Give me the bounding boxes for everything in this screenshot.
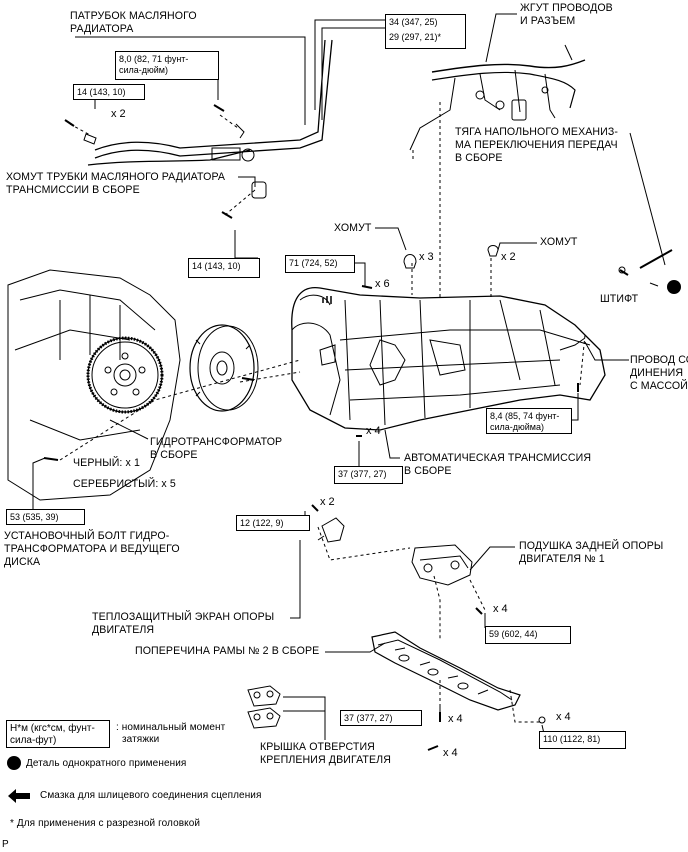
label-line: ПРОВОД СОЕ- xyxy=(630,354,688,366)
torque-box-8-4: 8,4 (85, 74 фунт- сила-дюйма) xyxy=(486,408,572,434)
legend-non-reusable: Деталь однократного применения xyxy=(26,758,187,769)
label-line: ТЯГА НАПОЛЬНОГО МЕХАНИЗ- xyxy=(455,126,618,138)
torque-box-59: 59 (602, 44) xyxy=(485,626,571,644)
label-hole-cover: КРЫШКА ОТВЕРСТИЯ КРЕПЛЕНИЯ ДВИГАТЕЛЯ xyxy=(260,741,391,767)
torque-box-71: 71 (724, 52) xyxy=(285,255,355,273)
label-line: УСТАНОВОЧНЫЙ БОЛТ ГИДРО- xyxy=(4,530,170,542)
torque-line: 8,4 (85, 74 фунт- xyxy=(490,411,560,421)
label-line: В СБОРЕ xyxy=(404,465,452,477)
label-line: ДВИГАТЕЛЯ xyxy=(92,624,155,636)
label-line: АВТОМАТИЧЕСКАЯ ТРАНСМИССИЯ xyxy=(404,452,592,464)
label-line: ТЕПЛОЗАЩИТНЫЙ ЭКРАН ОПОРЫ xyxy=(92,611,275,623)
torque-line: 34 (347, 25) xyxy=(389,17,438,27)
label-tube-clamp: ХОМУТ ТРУБКИ МАСЛЯНОГО РАДИАТОРА ТРАНСМИ… xyxy=(6,171,225,197)
label-line: РАДИАТОРА xyxy=(70,23,134,35)
legend-non-reusable-icon xyxy=(7,756,21,770)
label-clamp-left: ХОМУТ xyxy=(334,222,372,234)
qty-37-mid: x 4 xyxy=(366,425,381,437)
qty-clamp-right: x 2 xyxy=(501,251,516,263)
label-line: ПАТРУБОК МАСЛЯНОГО xyxy=(70,10,197,22)
torque-line: сила-дюйм) xyxy=(119,65,168,75)
label-line: ДИСКА xyxy=(4,556,41,568)
label-line: ГИДРОТРАНСФОРМАТОР xyxy=(150,436,283,448)
label-line: ТРАНСФОРМАТОРА И ВЕДУЩЕГО xyxy=(4,543,180,555)
torque-box-34: 34 (347, 25) 29 (297, 21)* xyxy=(385,14,466,49)
label-line: И РАЗЪЕМ xyxy=(520,15,576,27)
corner-code: P xyxy=(2,839,9,850)
label-auto-trans: АВТОМАТИЧЕСКАЯ ТРАНСМИССИЯ В СБОРЕ xyxy=(404,452,591,478)
label-converter: ГИДРОТРАНСФОРМАТОР В СБОРЕ xyxy=(150,436,282,462)
leader-shift-rod xyxy=(629,132,666,266)
torque-box-8-0: 8,0 (82, 71 фунт- сила-дюйм) xyxy=(115,51,219,80)
label-line: ДВИГАТЕЛЯ № 1 xyxy=(519,553,605,565)
torque-line: сила-дюйма) xyxy=(490,422,544,432)
torque-box-53: 53 (535, 39) xyxy=(6,509,85,525)
label-wire-harness: ЖГУТ ПРОВОДОВ И РАЗЪЕМ xyxy=(520,2,613,28)
label-line: ЖГУТ ПРОВОДОВ xyxy=(520,2,613,14)
label-line: КРЫШКА ОТВЕРСТИЯ xyxy=(260,741,375,753)
qty-crossmember-bolt: x 4 xyxy=(443,747,458,759)
qty-59: x 4 xyxy=(493,603,508,615)
label-line: МА ПЕРЕКЛЮЧЕНИЯ ПЕРЕДАЧ xyxy=(455,139,618,151)
label-line: ХОМУТ ТРУБКИ МАСЛЯНОГО РАДИАТОРА xyxy=(6,171,226,183)
torque-box-14-mid: 14 (143, 10) xyxy=(188,258,260,278)
non-reusable-marker xyxy=(667,280,681,294)
legend-torque-box: Н*м (кгс*см, фунт- сила-фут) xyxy=(6,720,110,748)
label-setting-bolt: УСТАНОВОЧНЫЙ БОЛТ ГИДРО- ТРАНСФОРМАТОРА … xyxy=(4,530,180,569)
qty-37-bottom: x 4 xyxy=(448,713,463,725)
label-ground-strap: ПРОВОД СОЕ- ДИНЕНИЯ С МАССОЙ xyxy=(630,354,688,393)
legend-line: : номинальный момент xyxy=(116,722,226,733)
label-pin: ШТИФТ xyxy=(600,293,639,305)
legend-grease-icon xyxy=(8,789,30,803)
torque-box-12: 12 (122, 9) xyxy=(236,515,310,531)
torque-box-37-bottom: 37 (377, 27) xyxy=(340,710,422,726)
torque-box-14-top: 14 (143, 10) xyxy=(73,84,145,100)
leader-cooler-hose xyxy=(75,36,306,125)
label-line: С МАССОЙ xyxy=(630,380,688,392)
torque-line: 29 (297, 21)* xyxy=(389,32,442,42)
label-cooler-hose: ПАТРУБОК МАСЛЯНОГО РАДИАТОРА xyxy=(70,10,197,36)
leader-wire-harness xyxy=(485,13,517,63)
label-crossmember: ПОПЕРЕЧИНА РАМЫ № 2 В СБОРЕ xyxy=(135,645,320,657)
label-black: ЧЕРНЫЙ: x 1 xyxy=(73,457,140,469)
qty-12: x 2 xyxy=(320,496,335,508)
qty-110: x 4 xyxy=(556,711,571,723)
leader-tube-clamp xyxy=(238,176,256,187)
label-silver: СЕРЕБРИСТЫЙ: x 5 xyxy=(73,478,176,490)
label-shift-rod: ТЯГА НАПОЛЬНОГО МЕХАНИЗ- МА ПЕРЕКЛЮЧЕНИЯ… xyxy=(455,126,618,165)
label-line: В СБОРЕ xyxy=(455,152,503,164)
legend-torque-desc: : номинальный момент затяжки xyxy=(116,722,225,746)
legend-note: * Для применения с разрезной головкой xyxy=(10,818,201,829)
label-line: В СБОРЕ xyxy=(150,449,198,461)
torque-box-110: 110 (1122, 81) xyxy=(539,731,626,749)
qty-clamp-left: x 3 xyxy=(419,251,434,263)
legend-line: сила-фут) xyxy=(10,735,57,746)
legend-line: затяжки xyxy=(122,734,160,745)
qty-14-top: x 2 xyxy=(111,108,126,120)
label-line: ПОДУШКА ЗАДНЕЙ ОПОРЫ xyxy=(519,540,664,552)
label-clamp-right: ХОМУТ xyxy=(540,236,578,248)
legend-grease: Смазка для шлицевого соединения сцеплени… xyxy=(40,790,262,801)
torque-box-37-mid: 37 (377, 27) xyxy=(334,466,403,484)
label-line: ДИНЕНИЯ xyxy=(630,367,684,379)
legend-line: Н*м (кгс*см, фунт- xyxy=(10,723,95,734)
qty-71: x 6 xyxy=(375,278,390,290)
label-line: ТРАНСМИССИИ В СБОРЕ xyxy=(6,184,140,196)
label-heat-shield: ТЕПЛОЗАЩИТНЫЙ ЭКРАН ОПОРЫ ДВИГАТЕЛЯ xyxy=(92,611,274,637)
label-rear-insulator: ПОДУШКА ЗАДНЕЙ ОПОРЫ ДВИГАТЕЛЯ № 1 xyxy=(519,540,663,566)
torque-line: 8,0 (82, 71 фунт- xyxy=(119,54,189,64)
label-line: КРЕПЛЕНИЯ ДВИГАТЕЛЯ xyxy=(260,754,391,766)
